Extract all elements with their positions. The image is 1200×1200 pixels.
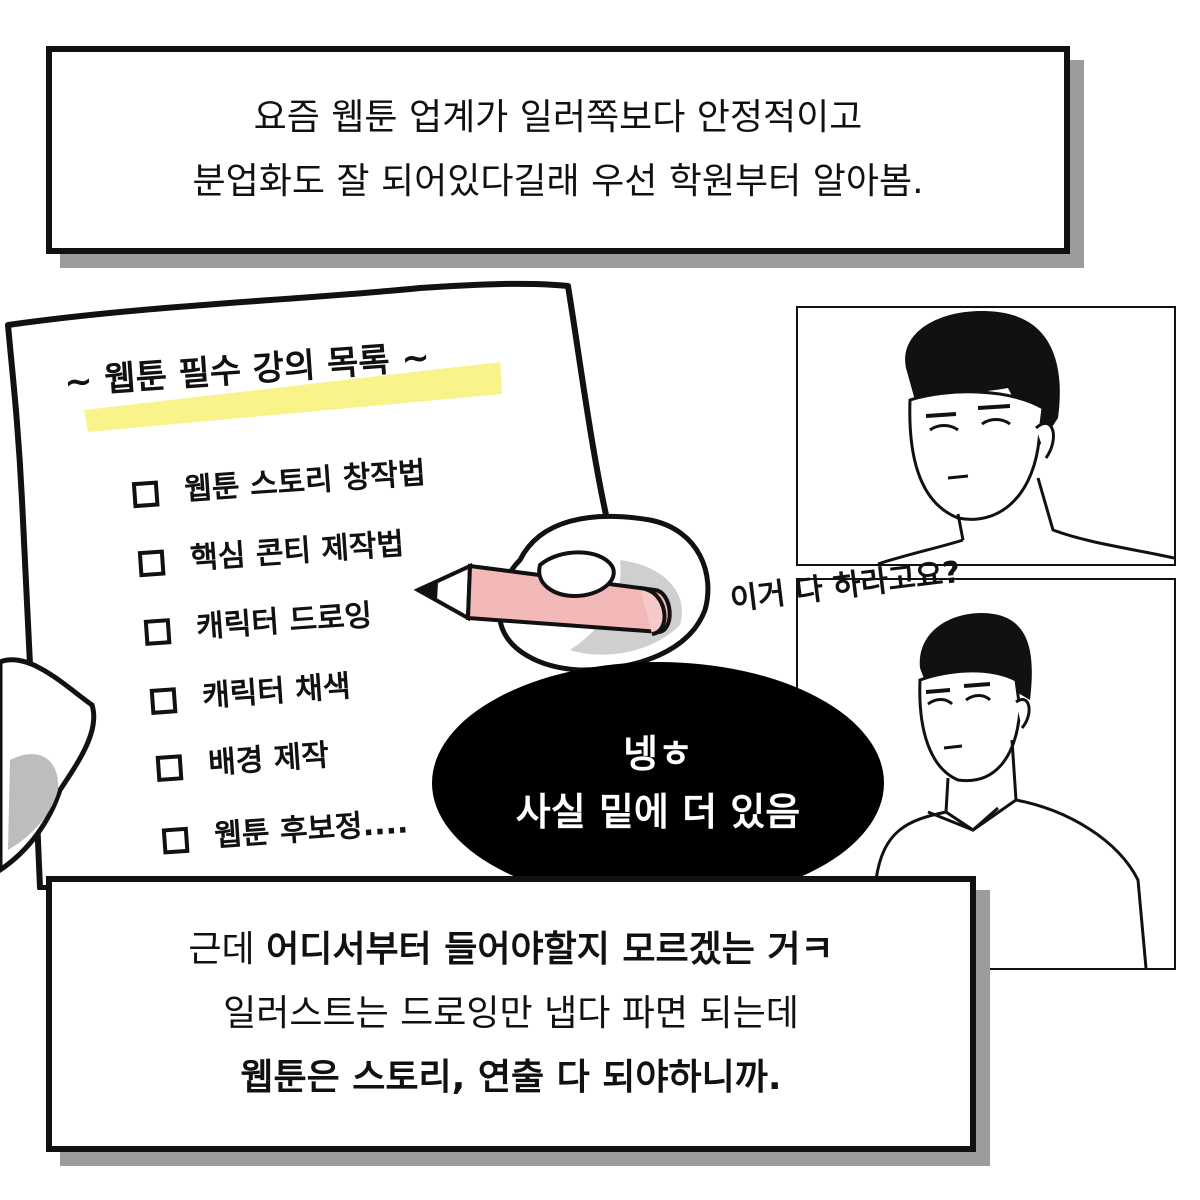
bottom-caption-line-2: 일러스트는 드로잉만 냅다 파면 되는데 [223, 993, 799, 1034]
black-speech-bubble: 넹ㅎ 사실 밑에 더 있음 [432, 662, 884, 904]
bottom-caption-line-1-bold: 어디서부터 들어야할지 모르겠는 거ㅋ [266, 929, 834, 970]
checkbox-icon [155, 753, 184, 782]
checkbox-icon [161, 826, 190, 855]
checkbox-icon [131, 479, 160, 508]
bottom-caption-line-3: 웹툰은 스토리, 연출 다 되야하니까. [240, 1057, 782, 1098]
bottom-caption-line-1: 근데 어디서부터 들어야할지 모르겠는 거ㅋ [188, 918, 833, 982]
top-caption-line-2: 분업화도 잘 되어있다길래 우선 학원부터 알아봄. [192, 161, 924, 202]
bubble-line-1: 넹ㅎ [623, 732, 693, 776]
character-panel-bottom [796, 578, 1176, 970]
man-face-illustration [877, 311, 1174, 564]
bottom-caption-box: 근데 어디서부터 들어야할지 모르겠는 거ㅋ 일러스트는 드로잉만 냅다 파면 … [46, 876, 976, 1152]
checkbox-icon [143, 617, 172, 646]
pen-icon [413, 562, 672, 636]
man-portrait-illustration [870, 612, 1148, 968]
checkbox-icon [137, 548, 166, 577]
top-caption-line-1: 요즘 웹툰 업계가 일러쪽보다 안정적이고 [253, 97, 863, 138]
top-caption-box: 요즘 웹툰 업계가 일러쪽보다 안정적이고 분업화도 잘 되어있다길래 우선 학… [46, 46, 1070, 254]
character-panel-top [796, 306, 1176, 566]
checkbox-icon [149, 686, 178, 715]
bottom-caption-line-1-normal: 근데 [188, 929, 267, 970]
bubble-line-2: 사실 밑에 더 있음 [515, 790, 801, 834]
